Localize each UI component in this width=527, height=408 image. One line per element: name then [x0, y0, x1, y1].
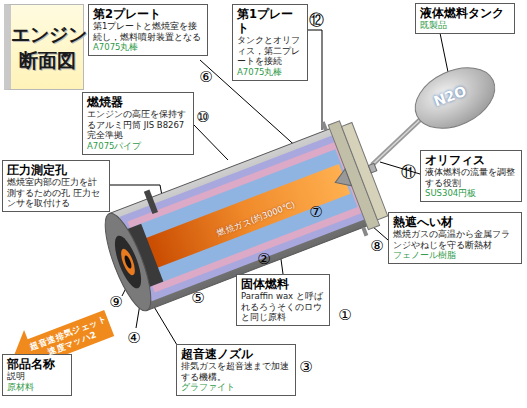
- bolt: [361, 227, 368, 237]
- combustion-gas: [143, 164, 351, 269]
- material-text: 既製品: [420, 20, 510, 31]
- description-text: 排気ガスを超音速まで加速する機構。: [181, 361, 291, 382]
- callout-number: ⑩: [196, 109, 209, 126]
- callout-box: 固体燃料Paraffin wax と呼ばれるろうそくのロウと同じ原料: [236, 274, 330, 326]
- callout-number: ⑪: [401, 164, 416, 181]
- callout-box: 液体燃料タンク既製品: [415, 3, 515, 34]
- callout-box: 熱遮へい材燃焼ガスの高温から金属フランジやねじを守る断熱材フェノール樹脂: [388, 212, 522, 264]
- part-name: 超音速ノズル: [181, 347, 291, 361]
- callout-number: ⑧: [370, 238, 383, 255]
- pressure-port: [144, 190, 158, 215]
- callout-box: 燃焼器エンジンの高圧を保持するアルミ円筒 JIS B8267 完全準拠A7075…: [82, 92, 194, 155]
- description-text: 燃焼ガスの高温から金属フランジやねじを守る断熱材: [393, 229, 517, 250]
- part-name: 第2プレート: [93, 7, 203, 21]
- part-name: 燃焼器: [87, 95, 189, 109]
- bolt: [321, 121, 328, 131]
- callout-box: 第1プレートタンクとオリフィス，第二プレートを接続A7075丸棒: [232, 4, 308, 81]
- part-name: 第1プレート: [237, 7, 303, 35]
- first-plate: [342, 123, 388, 220]
- callout-number: ⑨: [109, 294, 122, 311]
- callout-number: ②: [257, 251, 270, 268]
- description-text: エンジンの高圧を保持するアルミ円筒 JIS B8267 完全準拠: [87, 109, 189, 141]
- nozzle-core: [123, 255, 133, 270]
- leader-line: [194, 125, 228, 160]
- title-text: エンジン 断面図: [11, 21, 83, 73]
- material-text: A7075パイプ: [87, 141, 189, 152]
- part-name: 部品名称: [7, 357, 67, 371]
- callout-number: ⑫: [309, 12, 324, 29]
- material-text: 原材料: [7, 382, 67, 393]
- description-text: 燃焼室内部の圧力を計測するための孔 圧力センサを取付ける: [7, 177, 105, 209]
- title-box: エンジン 断面図: [4, 4, 84, 90]
- material-text: グラファイト: [181, 382, 291, 393]
- callout-box: 圧力測定孔燃焼室内部の圧力を計測するための孔 圧力センサを取付ける: [2, 160, 110, 212]
- nozzle-throat: [118, 247, 137, 277]
- callout-box: 超音速ノズル排気ガスを超音速まで加速する機構。グラファイト: [176, 344, 296, 396]
- part-name: 圧力測定孔: [7, 163, 105, 177]
- callout-number: ⑤: [191, 290, 204, 307]
- part-name: 固体燃料: [241, 277, 325, 291]
- description-text: Paraffin wax と呼ばれるろうそくのロウと同じ原料: [241, 291, 325, 323]
- part-name: 液体燃料タンク: [420, 6, 510, 20]
- callout-number: ⑦: [309, 204, 322, 221]
- material-text: SUS304円板: [425, 188, 517, 199]
- callout-box: オリフィス液体燃料の流量を調整する役割SUS304円板: [420, 150, 522, 202]
- fuel-tank: [406, 56, 505, 140]
- leader-line: [308, 30, 322, 130]
- callout-number: ①: [338, 307, 351, 324]
- orifice: [368, 163, 376, 173]
- part-name: オリフィス: [425, 153, 517, 167]
- solid-fuel: [134, 149, 358, 284]
- callout-number: ⑥: [199, 69, 212, 86]
- description-text: 液体燃料の流量を調整する役割: [425, 167, 517, 188]
- description-text: タンクとオリフィス，第二プレートを接続: [237, 35, 303, 67]
- description-text: 第1プレートと燃焼室を接続し，燃料噴射装置となる: [93, 21, 203, 42]
- callout-box: 部品名称説明原材料: [2, 354, 72, 396]
- nozzle-exit: [110, 233, 147, 292]
- description-text: 説明: [7, 371, 67, 382]
- leader-line: [440, 33, 448, 72]
- part-name: 熱遮へい材: [393, 215, 517, 229]
- callout-box: 第2プレート第1プレートと燃焼室を接続し，燃料噴射装置となるA7075丸棒: [88, 4, 208, 56]
- material-text: フェノール樹脂: [393, 250, 517, 261]
- material-text: A7075丸棒: [237, 67, 303, 78]
- end-cap: [96, 208, 159, 315]
- callout-number: ③: [299, 359, 312, 376]
- feed-pipe: [372, 115, 425, 165]
- injector: [332, 169, 352, 191]
- feed-pipe-highlight: [372, 115, 425, 165]
- heat-shield: [127, 142, 361, 293]
- material-text: A7075丸棒: [93, 42, 203, 53]
- callout-number: ④: [127, 330, 140, 347]
